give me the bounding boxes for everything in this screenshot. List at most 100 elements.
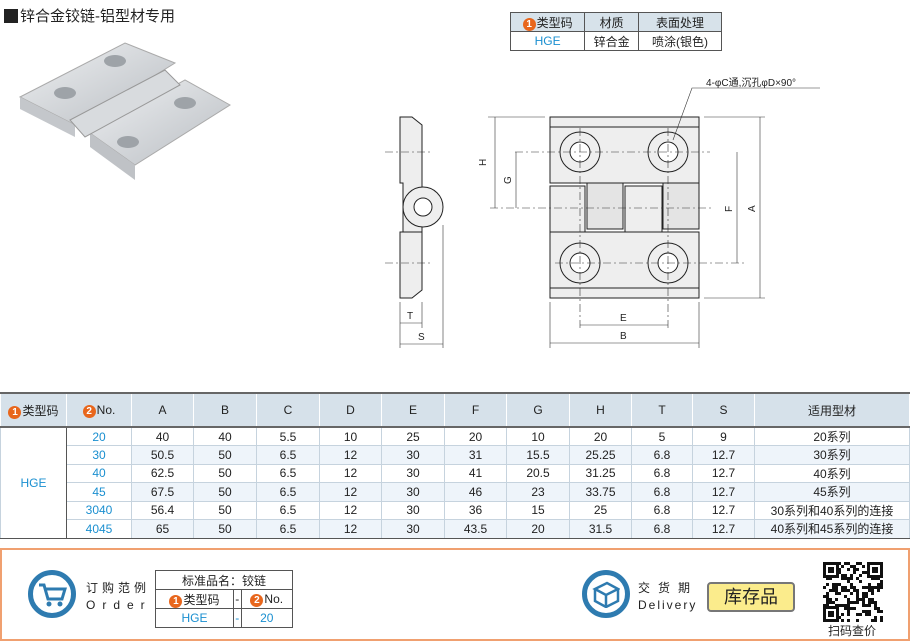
col-E: E (381, 392, 445, 428)
dim-E: E (620, 313, 627, 324)
value-cell: 5.5 (256, 426, 320, 446)
col-profile: 适用型材 (754, 392, 910, 428)
value-cell: 25.25 (569, 445, 632, 465)
value-cell: 31.5 (569, 519, 632, 539)
badge-1-icon: 1 (522, 17, 536, 31)
value-cell: 40 (193, 426, 257, 446)
product-photo (18, 42, 231, 180)
value-cell: 6.8 (631, 500, 693, 520)
value-cell: 65 (131, 519, 194, 539)
technical-drawing: H G F A E B T S 4-φC通,沉孔φD×90° (385, 76, 820, 348)
badge-2-icon: 2 (82, 404, 96, 418)
value-cell: 50 (193, 519, 257, 539)
value-cell: 31.25 (569, 463, 632, 483)
value-cell: 30 (381, 500, 445, 520)
value-cell: 30 (381, 519, 445, 539)
value-cell: 40系列 (754, 463, 910, 483)
badge-1-icon: 1 (8, 405, 22, 419)
hole-note: 4-φC通,沉孔φD×90° (706, 76, 796, 89)
value-cell: 10 (506, 426, 570, 446)
standard-name: 标准品名：铰链 (155, 570, 293, 590)
delivery-label-en: Delivery (638, 598, 698, 612)
no-cell: 3040 (66, 500, 132, 520)
header-label: No. (264, 591, 284, 606)
order-label-cn: 订购范例 (86, 581, 151, 595)
qr-code[interactable] (823, 562, 883, 622)
col-D: D (319, 392, 382, 428)
value-cell: 45系列 (754, 482, 910, 502)
value-cell: 50 (193, 463, 257, 483)
value-cell: 50 (193, 482, 257, 502)
value-cell: 12 (319, 445, 382, 465)
header-label: No. (96, 402, 116, 417)
value-cell: 20 (569, 426, 632, 446)
dim-T: T (407, 311, 413, 322)
order-label-en: Order (86, 598, 152, 612)
value-cell: 6.5 (256, 445, 320, 465)
cart-icon (28, 570, 76, 618)
dim-F: F (724, 206, 735, 212)
value-cell: 5 (631, 426, 693, 446)
dim-H: H (478, 159, 489, 166)
col-T: T (631, 392, 693, 428)
col-C: C (256, 392, 320, 428)
order-no-value: 20 (240, 608, 294, 628)
value-cell: 12 (319, 500, 382, 520)
value-cell: 9 (692, 426, 755, 446)
title-text: 锌合金铰链-铝型材专用 (20, 8, 175, 25)
order-sep-value: - (232, 608, 242, 628)
col-H: H (569, 392, 632, 428)
value-cell: 31 (444, 445, 507, 465)
value-cell: 46 (444, 482, 507, 502)
value-cell: 12.7 (692, 445, 755, 465)
value-cell: 20 (506, 519, 570, 539)
no-cell: 30 (66, 445, 132, 465)
value-cell: 43.5 (444, 519, 507, 539)
value-cell: 20.5 (506, 463, 570, 483)
page-title: 锌合金铰链-铝型材专用 (4, 5, 175, 26)
no-cell: 40 (66, 463, 132, 483)
value-cell: 56.4 (131, 500, 194, 520)
col-A: A (131, 392, 194, 428)
value-cell: 50 (193, 500, 257, 520)
value-cell: 6.5 (256, 463, 320, 483)
side-view-bottom (399, 231, 423, 299)
value-cell: 12 (319, 519, 382, 539)
value-cell: 30 (381, 463, 445, 483)
value-cell: 40 (131, 426, 194, 446)
value-cell: 10 (319, 426, 382, 446)
value-cell: 20 (444, 426, 507, 446)
value-cell: 12.7 (692, 519, 755, 539)
value-cell: 6.8 (631, 445, 693, 465)
value-cell: 12 (319, 482, 382, 502)
spec-type-value: HGE (509, 31, 586, 51)
no-cell: 4045 (66, 519, 132, 539)
dim-S: S (418, 332, 425, 343)
order-header-sep: - (232, 589, 242, 609)
value-cell: 67.5 (131, 482, 194, 502)
value-cell: 15.5 (506, 445, 570, 465)
value-cell: 6.8 (631, 463, 693, 483)
type-code-cell: HGE (0, 426, 67, 539)
value-cell: 15 (506, 500, 570, 520)
value-cell: 50 (193, 445, 257, 465)
value-cell: 23 (506, 482, 570, 502)
spec-surface-value: 喷涂(银色) (638, 31, 722, 51)
spec-material-value: 锌合金 (584, 31, 640, 51)
no-cell: 20 (66, 426, 132, 446)
dim-A: A (747, 205, 758, 212)
